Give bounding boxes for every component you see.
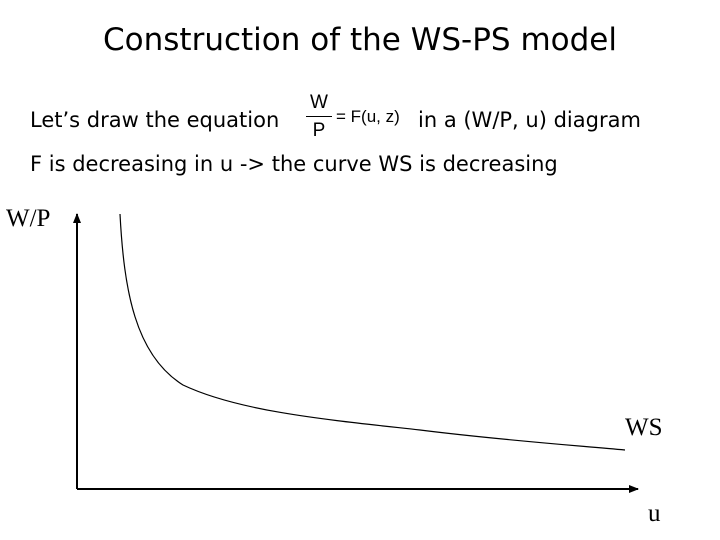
- equation-fraction: W P: [306, 92, 332, 142]
- equation-rhs: = F(u, z): [336, 107, 400, 126]
- explanation-text: F is decreasing in u -> the curve WS is …: [30, 152, 558, 176]
- equation-denominator: P: [312, 120, 326, 141]
- y-axis-label: W/P: [6, 205, 51, 232]
- ws-curve: [119, 213, 626, 451]
- fraction-bar: [306, 116, 332, 117]
- intro-text-continued: in a (W/P, u) diagram: [418, 108, 641, 132]
- wage-setting-equation: W P = F(u, z): [298, 92, 412, 150]
- x-axis-label: u: [648, 500, 661, 527]
- slide-title: Construction of the WS-PS model: [103, 22, 617, 58]
- ws-curve-label: WS: [625, 414, 663, 441]
- intro-text: Let’s draw the equation: [30, 108, 280, 132]
- equation-numerator: W: [310, 92, 328, 113]
